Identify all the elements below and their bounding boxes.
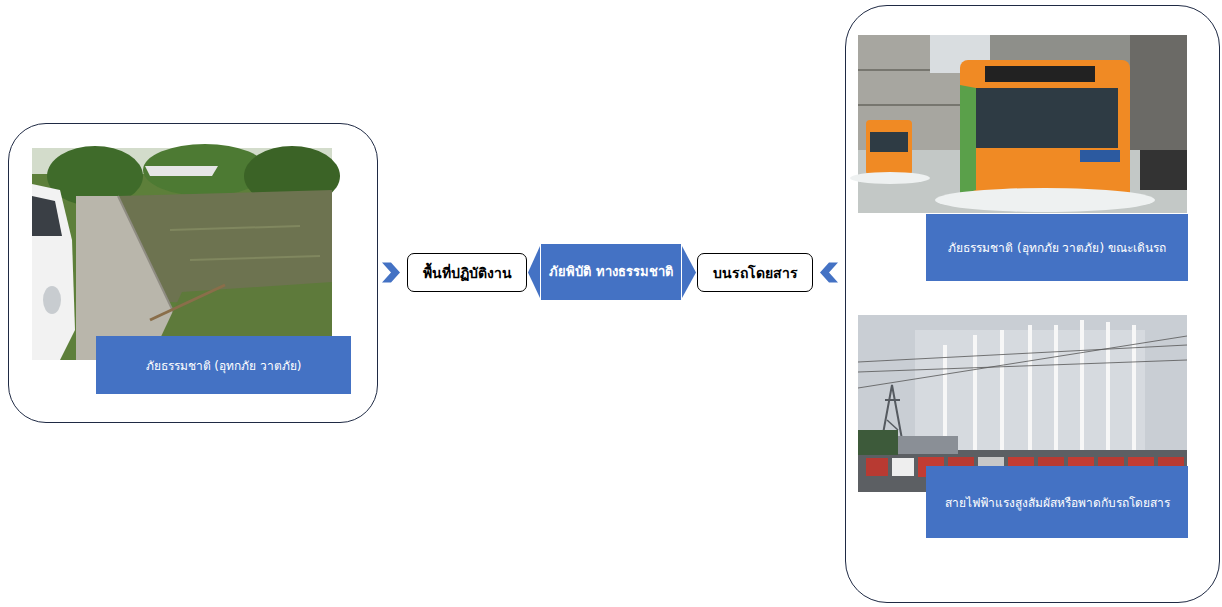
photo-detail (1054, 325, 1058, 450)
photo-detail (960, 60, 1130, 200)
photo-detail (858, 430, 898, 455)
photo-detail (43, 286, 61, 314)
photo-detail (1106, 322, 1110, 450)
photo-detail (858, 104, 968, 106)
node-label: พื้นที่ปฏิบัติงาน (423, 262, 512, 284)
node-label: ภัยธรรมชาติ (อุทกภัย วาตภัย) (146, 356, 302, 375)
photo-detail (866, 458, 888, 476)
photo-detail (858, 336, 1187, 388)
photo-group: ภัยธรรมชาติ (อุทกภัย วาตภัย) (8, 123, 378, 423)
photo-detail (1130, 35, 1187, 165)
canal-photo (32, 144, 340, 360)
photo-detail (1080, 150, 1120, 162)
photo-detail (32, 184, 75, 360)
photo-detail (1028, 325, 1032, 450)
photo-detail (1000, 330, 1004, 450)
photo-detail (885, 399, 900, 401)
photo-detail (170, 226, 300, 230)
arrow-shape (382, 263, 400, 283)
photo-detail (1140, 150, 1187, 190)
photo-detail (943, 345, 947, 450)
photo-caption: ภัยธรรมชาติ (อุทกภัย วาตภัย) ขณะเดินรถ (926, 214, 1188, 281)
photo-detail (960, 85, 976, 195)
photo-detail (1132, 325, 1136, 450)
photo-detail (858, 345, 1187, 362)
chevron-arrow (820, 263, 838, 283)
node-label: บนรถโดยสาร (713, 262, 798, 284)
arrow-shape (528, 246, 540, 298)
node-label: ภัยธรรมชาติ (อุทกภัย วาตภัย) ขณะเดินรถ (948, 238, 1166, 257)
photo-detail (850, 172, 930, 184)
arrow-shape (682, 246, 696, 298)
block-arrow (528, 246, 540, 298)
photo-detail (898, 436, 958, 454)
photo-detail (145, 166, 218, 176)
node-label: ภัยพิบัติ ทางธรรมชาติ (549, 261, 673, 283)
chevron-arrow (382, 263, 400, 283)
photo-detail (190, 256, 320, 260)
process-box: บนรถโดยสาร (697, 253, 813, 292)
photo-detail (858, 35, 1187, 213)
photo-detail (866, 120, 912, 175)
hazard-arrow-box: ภัยพิบัติ ทางธรรมชาติ (541, 244, 681, 300)
photo-detail (968, 88, 1118, 148)
photo-caption: ภัยธรรมชาติ (อุทกภัย วาตภัย) (96, 336, 351, 394)
photo-detail (935, 188, 1155, 212)
photo-detail (973, 335, 977, 450)
photo-detail (985, 66, 1095, 82)
process-box: พื้นที่ปฏิบัติงาน (407, 253, 527, 292)
photo-detail (1080, 320, 1084, 450)
node-label: สายไฟฟ้าแรงสูงสัมผัสหรือพาดกับรถโดยสาร (945, 493, 1170, 512)
photo-group: ภัยธรรมชาติ (อุทกภัย วาตภัย) ขณะเดินรถสา… (845, 5, 1220, 603)
photo-caption: สายไฟฟ้าแรงสูงสัมผัสหรือพาดกับรถโดยสาร (926, 466, 1188, 538)
block-arrow (682, 246, 696, 298)
photo-detail (887, 420, 898, 430)
photo-detail (32, 196, 62, 236)
photo-detail (150, 285, 225, 320)
photo-detail (870, 132, 908, 152)
flooded-street-photo (850, 35, 1187, 213)
arrow-shape (820, 263, 838, 283)
photo-detail (892, 458, 914, 476)
